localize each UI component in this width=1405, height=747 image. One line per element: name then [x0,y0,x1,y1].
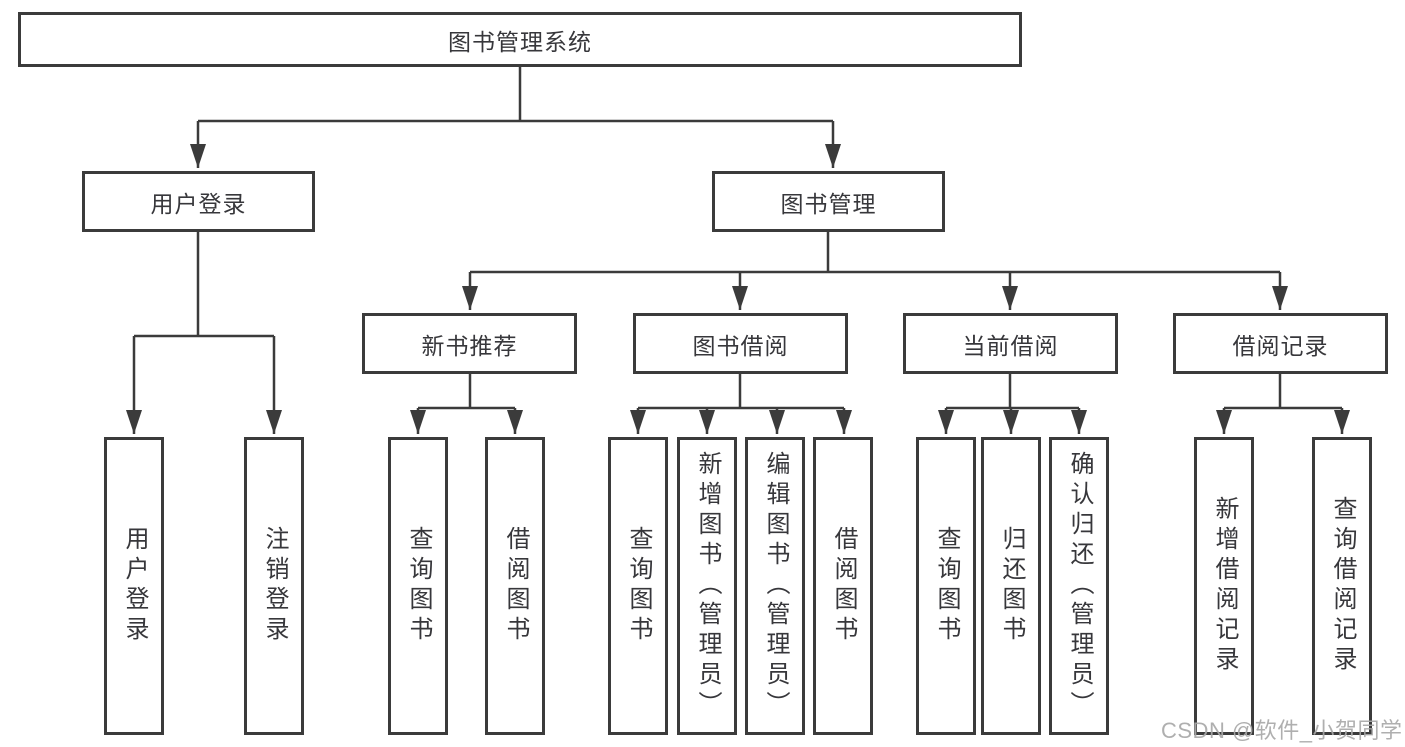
node-label: 查询图书 [625,526,652,646]
node-current-borrow: 当前借阅 [903,313,1118,374]
node-label: 确认归还（管理员） [1066,451,1093,721]
connector-book-management-branch [462,232,1288,310]
leaf-add-book-admin: 新增图书（管理员） [677,437,737,735]
leaf-user-login: 用户登录 [104,437,164,735]
node-borrow-records: 借阅记录 [1173,313,1388,374]
connector-book-borrow [630,374,852,434]
leaf-borrow-books: 借阅图书 [813,437,873,735]
node-label: 借阅记录 [1232,332,1329,359]
node-label: 图书借阅 [692,332,789,359]
node-label: 新书推荐 [421,332,518,359]
node-label: 图书管理 [780,190,877,217]
node-label: 编辑图书（管理员） [762,451,789,721]
leaf-query-books: 查询图书 [388,437,448,735]
leaf-query-books: 查询图书 [916,437,976,735]
node-label: 新增借阅记录 [1211,496,1238,676]
node-label: 借阅图书 [502,526,529,646]
node-book-management-branch: 图书管理 [712,171,945,232]
node-new-book-recommend: 新书推荐 [362,313,577,374]
node-user-login-branch: 用户登录 [82,171,315,232]
leaf-query-borrow-record: 查询借阅记录 [1312,437,1372,735]
connector-borrow-records [1216,374,1350,434]
leaf-query-books: 查询图书 [608,437,668,735]
connector-user-login-branch [126,232,282,434]
node-label: 查询借阅记录 [1329,496,1356,676]
node-book-management-system: 图书管理系统 [18,12,1022,67]
leaf-add-borrow-record: 新增借阅记录 [1194,437,1254,735]
node-label: 新增图书（管理员） [694,451,721,721]
node-label: 注销登录 [261,526,288,646]
connector-current-borrow [938,374,1087,434]
csdn-watermark: CSDN @软件_小贺同学 [1161,718,1403,743]
node-label: 用户登录 [121,526,148,646]
node-label: 借阅图书 [830,526,857,646]
leaf-confirm-return-admin: 确认归还（管理员） [1049,437,1109,735]
connector-new-book-recommend [410,374,523,434]
leaf-edit-book-admin: 编辑图书（管理员） [745,437,805,735]
node-label: 当前借阅 [962,332,1059,359]
node-label: 归还图书 [998,526,1025,646]
node-label: 图书管理系统 [448,28,592,55]
leaf-logout: 注销登录 [244,437,304,735]
node-label: 查询图书 [405,526,432,646]
leaf-borrow-books: 借阅图书 [485,437,545,735]
node-label: 用户登录 [150,190,247,217]
connector-root-to-level2 [190,66,841,168]
node-book-borrow: 图书借阅 [633,313,848,374]
leaf-return-book: 归还图书 [981,437,1041,735]
node-label: 查询图书 [933,526,960,646]
